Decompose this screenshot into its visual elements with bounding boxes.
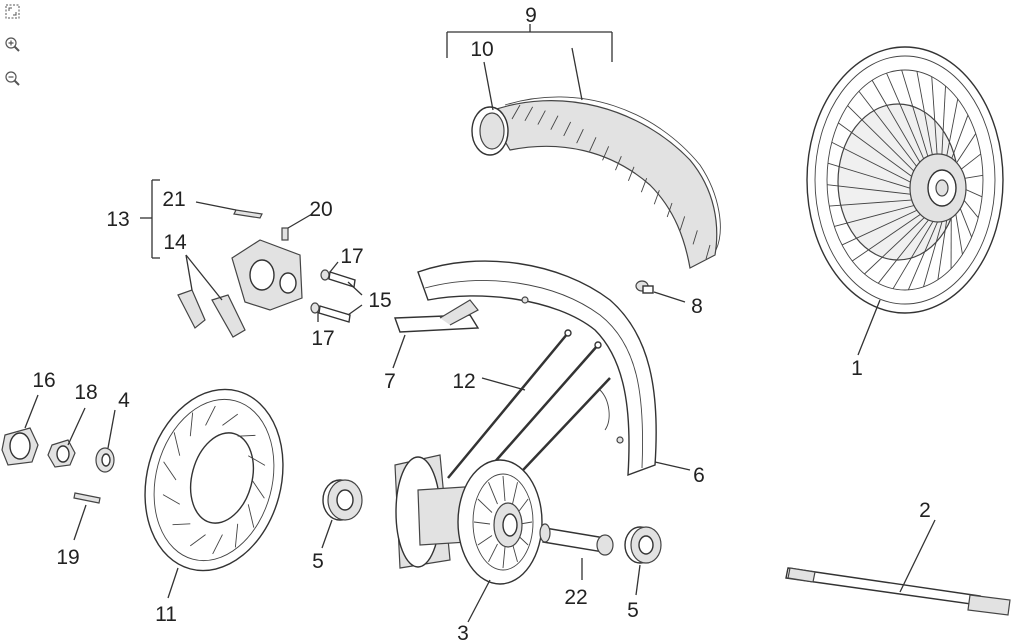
callout-9: 9	[525, 4, 537, 27]
callout-19: 19	[56, 546, 79, 569]
callout-8: 8	[691, 295, 703, 318]
callout-5-left: 5	[312, 550, 324, 573]
part-hub[interactable]	[394, 454, 543, 585]
callout-1: 1	[851, 357, 863, 380]
part-brake-pads[interactable]	[177, 289, 246, 338]
callout-3: 3	[457, 622, 469, 643]
part-washer[interactable]	[95, 447, 115, 473]
callout-18: 18	[74, 381, 97, 404]
leader-lines	[24, 24, 936, 623]
zoom-out-icon[interactable]	[3, 69, 23, 89]
part-brake-disc[interactable]	[125, 374, 302, 586]
callout-22: 22	[564, 586, 587, 609]
part-screw-8[interactable]	[635, 280, 654, 294]
viewer-toolbar	[0, 0, 28, 100]
part-mudguard-bracket[interactable]	[394, 299, 480, 333]
callout-14: 14	[163, 231, 187, 254]
part-axle[interactable]	[785, 567, 1011, 616]
callout-12: 12	[452, 370, 475, 393]
callout-7: 7	[384, 370, 396, 393]
callout-15: 15	[368, 289, 391, 312]
callout-13: 13	[106, 208, 129, 231]
callout-17-bottom: 17	[311, 327, 334, 350]
part-caliper[interactable]	[231, 239, 303, 311]
part-bearing-right[interactable]	[624, 526, 662, 564]
callout-5-right: 5	[627, 599, 639, 622]
callout-4: 4	[118, 389, 130, 412]
callout-10: 10	[470, 38, 493, 61]
callout-6: 6	[693, 464, 705, 487]
callout-11: 11	[155, 603, 177, 626]
callout-labels: 1 2 3 4 5 5 6 7 8 9 10 11 12 13 14 15 16…	[32, 4, 931, 643]
part-spacer[interactable]	[539, 523, 614, 556]
part-bleed-screw[interactable]	[281, 227, 289, 241]
callout-16: 16	[32, 369, 55, 392]
part-wheel-assembly[interactable]	[806, 46, 1004, 314]
part-pin[interactable]	[73, 492, 101, 504]
part-tyre[interactable]	[487, 96, 721, 269]
callout-2: 2	[919, 499, 931, 522]
part-caliper-pin[interactable]	[233, 209, 263, 219]
callout-17-top: 17	[340, 245, 363, 268]
part-axle-nut[interactable]	[1, 427, 39, 466]
part-lock-nut[interactable]	[47, 439, 76, 468]
part-inner-tube[interactable]	[471, 106, 509, 156]
fit-to-window-icon[interactable]	[3, 2, 23, 22]
callout-20: 20	[309, 198, 332, 221]
zoom-in-icon[interactable]	[3, 35, 23, 55]
callout-21: 21	[162, 188, 185, 211]
part-bearing-left[interactable]	[322, 479, 363, 521]
part-mudguard[interactable]	[417, 260, 657, 477]
